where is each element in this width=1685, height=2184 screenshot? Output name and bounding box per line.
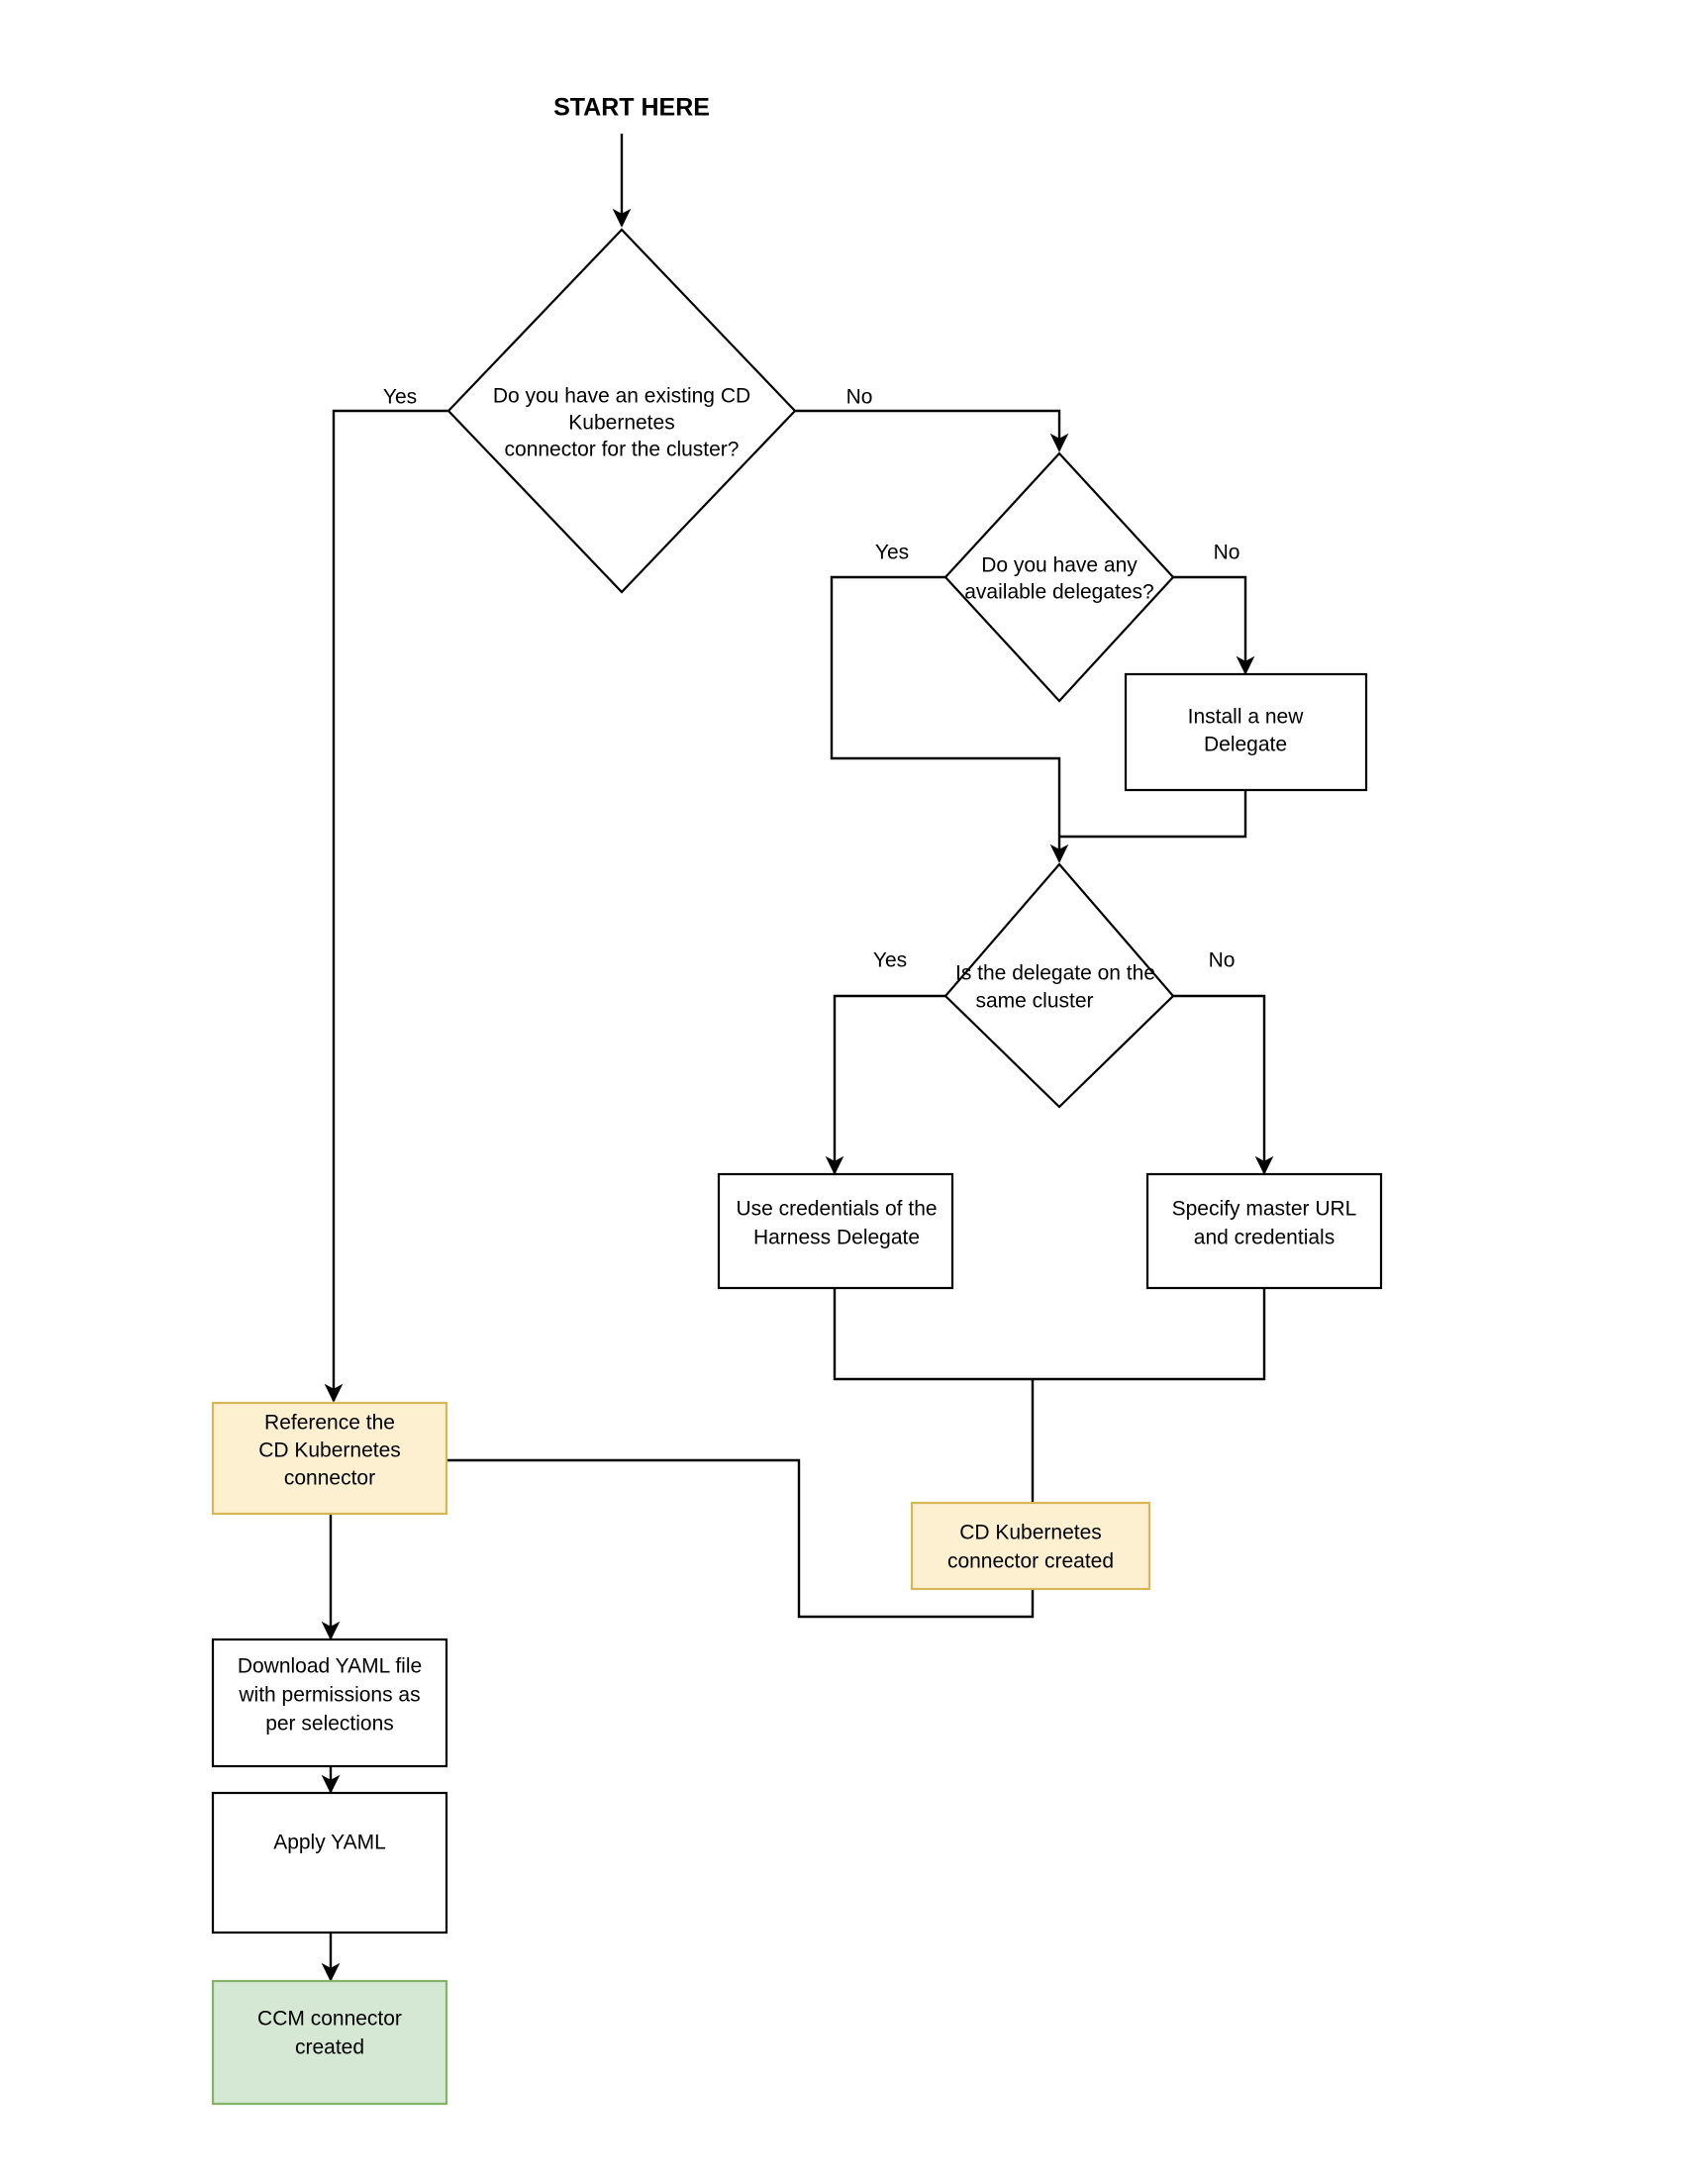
- box-specify-master-url-line2: and credentials: [1194, 1227, 1335, 1249]
- edge-existing-yes-to-reference-connector: [324, 409, 448, 1403]
- decision-existing-connector-line3: connector for the cluster?: [505, 439, 740, 461]
- edge-same-cluster-no-to-specify-master-url: [1173, 994, 1274, 1175]
- box-use-delegate-credentials[interactable]: [717, 1172, 954, 1290]
- box-cd-connector-created-line2: connector created: [947, 1550, 1114, 1573]
- box-install-delegate-line2: Delegate: [1204, 734, 1287, 756]
- edge-same-cluster-yes-to-use-credentials: [825, 994, 945, 1175]
- edge-label-existing-no: No: [846, 386, 873, 409]
- decision-existing-connector[interactable]: [446, 228, 797, 594]
- box-specify-master-url[interactable]: [1145, 1172, 1383, 1290]
- edge-existing-no-to-delegates: [795, 409, 1069, 452]
- box-use-delegate-credentials-line2: Harness Delegate: [753, 1227, 920, 1249]
- box-install-delegate[interactable]: [1124, 672, 1368, 792]
- decision-available-delegates-line2: available delegates?: [964, 581, 1153, 604]
- box-reference-connector-line1: Reference the: [264, 1412, 395, 1435]
- edge-delegates-yes-to-same-cluster: [830, 575, 1069, 863]
- box-reference-connector-line2: CD Kubernetes: [258, 1439, 401, 1462]
- edge-label-same-cluster-no: No: [1209, 949, 1236, 972]
- edge-label-delegates-no: No: [1214, 542, 1240, 564]
- box-ccm-connector-created[interactable]: [211, 1979, 448, 2106]
- decision-same-cluster-line1: Is the delegate on the: [955, 962, 1155, 985]
- box-download-yaml-line1: Download YAML file: [238, 1655, 422, 1678]
- edge-label-same-cluster-yes: Yes: [873, 949, 907, 972]
- box-reference-connector[interactable]: [211, 1401, 448, 1516]
- decision-existing-connector-line2: Kubernetes: [568, 412, 674, 435]
- box-cd-connector-created[interactable]: [910, 1501, 1151, 1591]
- decision-available-delegates[interactable]: [943, 451, 1175, 703]
- edge-install-delegate-to-same-cluster: [1059, 789, 1247, 839]
- decision-same-cluster-line2: same cluster: [975, 990, 1093, 1013]
- edge-label-delegates-yes: Yes: [875, 542, 909, 564]
- edge-delegates-no-to-install-delegate: [1173, 575, 1255, 675]
- box-reference-connector-line3: connector: [284, 1467, 375, 1490]
- box-specify-master-url-line1: Specify master URL: [1172, 1198, 1357, 1221]
- box-ccm-connector-created-line1: CCM connector: [257, 2008, 402, 2031]
- box-ccm-connector-created-line2: created: [295, 2036, 364, 2059]
- decision-same-cluster[interactable]: [943, 862, 1175, 1109]
- decision-available-delegates-line1: Do you have any: [981, 554, 1138, 577]
- edge-label-existing-yes: Yes: [383, 386, 417, 409]
- box-download-yaml-line3: per selections: [265, 1713, 394, 1736]
- box-cd-connector-created-line1: CD Kubernetes: [959, 1522, 1102, 1544]
- box-download-yaml[interactable]: [211, 1638, 448, 1768]
- box-apply-yaml[interactable]: [211, 1791, 448, 1935]
- decision-existing-connector-line1: Do you have an existing CD: [493, 385, 750, 408]
- box-install-delegate-line1: Install a new: [1188, 706, 1305, 729]
- box-use-delegate-credentials-line1: Use credentials of the: [736, 1198, 937, 1221]
- edge-use-credentials-to-merge: [833, 1288, 1033, 1381]
- box-download-yaml-line2: with permissions as: [238, 1684, 420, 1707]
- edge-cd-connector-created-to-reference-connector: [340, 1450, 1035, 1619]
- edge-specify-master-url-to-merge: [1033, 1288, 1266, 1381]
- start-here-label: START HERE: [553, 94, 710, 122]
- box-apply-yaml-line1: Apply YAML: [273, 1832, 386, 1854]
